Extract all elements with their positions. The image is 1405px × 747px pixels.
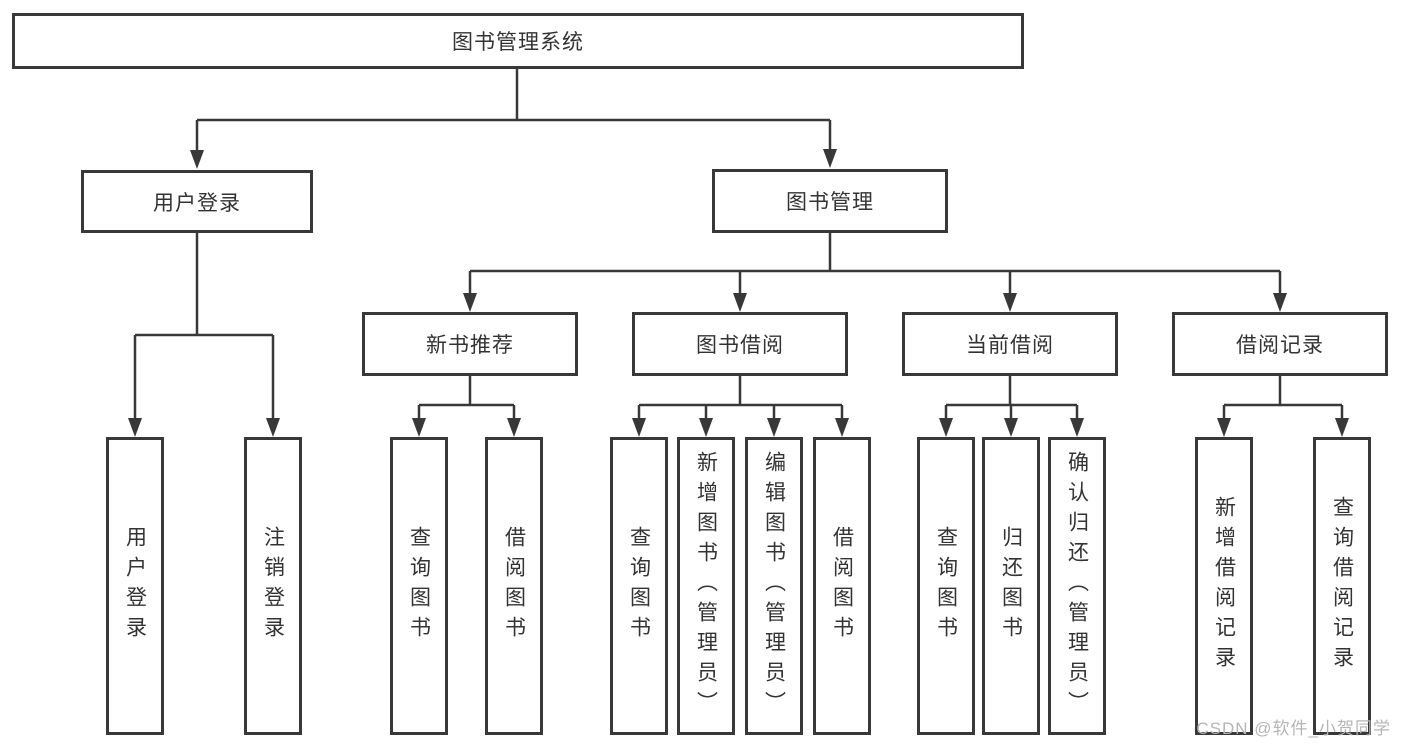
- node-current-borrowing: 当前借阅: [902, 312, 1118, 376]
- leaf-borrow-book-label: 借阅图书: [830, 526, 854, 646]
- leaf-borrow-query-book: 查询图书: [610, 437, 668, 735]
- leaf-rec-query-book: 查询图书: [390, 437, 448, 735]
- leaf-edit-book-admin-label: 编辑图书（管理员）: [762, 451, 786, 721]
- leaf-borrow-query-book-label: 查询图书: [627, 526, 651, 646]
- leaf-return-book-label: 归还图书: [999, 526, 1023, 646]
- leaf-add-borrow-record: 新增借阅记录: [1195, 437, 1253, 735]
- leaf-confirm-return-admin: 确认归还（管理员）: [1048, 437, 1106, 735]
- leaf-confirm-return-admin-label: 确认归还（管理员）: [1065, 451, 1089, 721]
- leaf-logout: 注销登录: [244, 437, 302, 735]
- leaf-add-book-admin-label: 新增图书（管理员）: [694, 451, 718, 721]
- node-root: 图书管理系统: [12, 13, 1024, 69]
- leaf-add-borrow-record-label: 新增借阅记录: [1212, 496, 1236, 676]
- node-borrowing-records: 借阅记录: [1172, 312, 1388, 376]
- leaf-return-book: 归还图书: [982, 437, 1040, 735]
- leaf-borrow-book: 借阅图书: [813, 437, 871, 735]
- leaf-rec-borrow-book: 借阅图书: [485, 437, 543, 735]
- leaf-user-login: 用户登录: [106, 437, 164, 735]
- node-new-book-recommendation: 新书推荐: [362, 312, 578, 376]
- leaf-add-book-admin: 新增图书（管理员）: [677, 437, 735, 735]
- leaf-current-query-book-label: 查询图书: [934, 526, 958, 646]
- leaf-rec-query-book-label: 查询图书: [407, 526, 431, 646]
- node-book-borrowing: 图书借阅: [632, 312, 848, 376]
- leaf-edit-book-admin: 编辑图书（管理员）: [745, 437, 803, 735]
- leaf-current-query-book: 查询图书: [917, 437, 975, 735]
- leaf-rec-borrow-book-label: 借阅图书: [502, 526, 526, 646]
- leaf-query-borrow-record-label: 查询借阅记录: [1330, 496, 1354, 676]
- node-user-login: 用户登录: [81, 170, 313, 233]
- leaf-query-borrow-record: 查询借阅记录: [1313, 437, 1371, 735]
- leaf-user-login-label: 用户登录: [123, 526, 147, 646]
- leaf-logout-label: 注销登录: [261, 526, 285, 646]
- csdn-watermark: CSDN @软件_小贺同学: [1196, 719, 1391, 738]
- node-book-management: 图书管理: [712, 169, 948, 233]
